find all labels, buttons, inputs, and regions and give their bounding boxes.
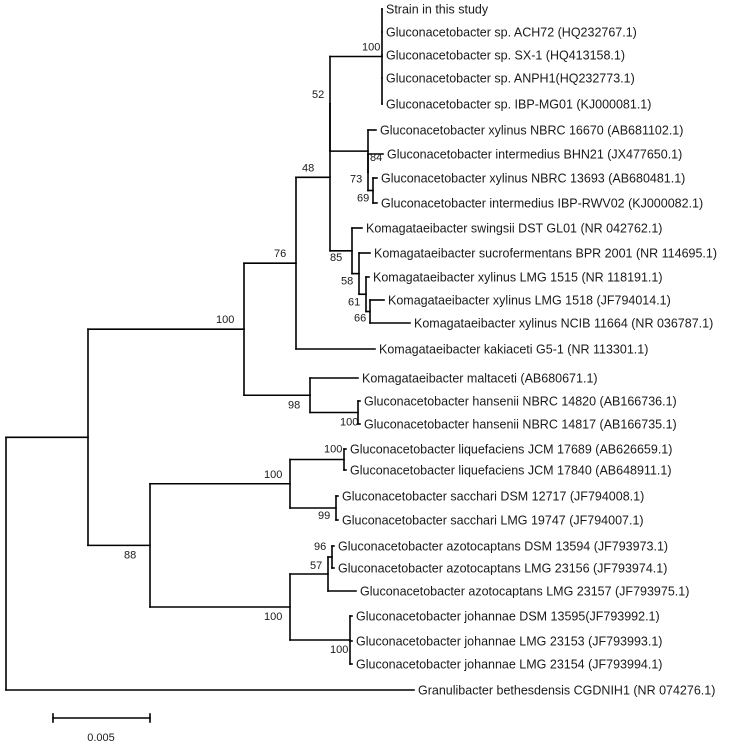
leaf-label-gluconacetobacter-sp-sx-1-hq413158-1: Gluconacetobacter sp. SX-1 (HQ413158.1) <box>386 48 625 62</box>
support-value-n66: 66 <box>354 313 366 325</box>
leaf-label-gluconacetobacter-sp-ibp-mg01-kj000081-1: Gluconacetobacter sp. IBP-MG01 (KJ000081… <box>386 97 651 111</box>
leaf-label-gluconacetobacter-sp-ach72-hq232767-1: Gluconacetobacter sp. ACH72 (HQ232767.1) <box>386 25 637 39</box>
leaf-label-gluconacetobacter-intermedius-ibp-rwv02-kj000082-1: Gluconacetobacter intermedius IBP-RWV02 … <box>381 196 703 210</box>
bootstrap-support-values: 100 69 73 84 52 66 61 58 85 48 76 100 98 100 100 99 100 9… <box>124 42 382 657</box>
support-value-n100a: 100 <box>216 314 234 326</box>
leaf-label-komagataeibacter-kakiaceti-g5-1-nr-113301-1: Komagataeibacter kakiaceti G5-1 (NR 1133… <box>379 342 648 356</box>
support-value-n88: 88 <box>124 549 136 561</box>
leaf-label-komagataeibacter-xylinus-ncib-11664-nr-036787-1: Komagataeibacter xylinus NCIB 11664 (NR … <box>414 316 713 330</box>
leaf-label-gluconacetobacter-xylinus-nbrc-16670-ab681102-1: Gluconacetobacter xylinus NBRC 16670 (AB… <box>380 123 683 137</box>
leaf-label-gluconacetobacter-johannae-lmg-23153-jf793993-1: Gluconacetobacter johannae LMG 23153 (JF… <box>356 634 662 648</box>
support-value-n58: 58 <box>341 276 353 288</box>
support-value-n100g: 100 <box>330 644 348 656</box>
leaf-label-gluconacetobacter-liquefaciens-jcm-17840-ab648911-1: Gluconacetobacter liquefaciens JCM 17840… <box>350 463 672 477</box>
leaf-label-granulibacter-bethesdensis-cgdnih1-nr-074276-1: Granulibacter bethesdensis CGDNIH1 (NR 0… <box>418 683 715 697</box>
scale-bar: 0.005 <box>52 713 151 744</box>
support-value-n61: 61 <box>348 296 360 308</box>
leaf-label-gluconacetobacter-intermedius-bhn21-jx477650-1: Gluconacetobacter intermedius BHN21 (JX4… <box>387 147 682 161</box>
support-value-n48: 48 <box>302 162 314 174</box>
support-value-n84: 84 <box>370 152 382 164</box>
leaf-label-strain-in-this-study: Strain in this study <box>386 2 489 16</box>
leaf-label-gluconacetobacter-azotocaptans-lmg-23156-jf793974-1: Gluconacetobacter azotocaptans LMG 23156… <box>338 561 667 575</box>
leaf-label-gluconacetobacter-johannae-lmg-23154-jf793994-1: Gluconacetobacter johannae LMG 23154 (JF… <box>356 657 662 671</box>
leaf-label-gluconacetobacter-hansenii-nbrc-14817-ab166735-1: Gluconacetobacter hansenii NBRC 14817 (A… <box>364 417 677 431</box>
leaf-label-komagataeibacter-xylinus-lmg-1515-nr-118191-1: Komagataeibacter xylinus LMG 1515 (NR 11… <box>373 270 663 284</box>
support-value-n100d: 100 <box>264 469 282 481</box>
scale-bar-label: 0.005 <box>87 732 115 744</box>
support-value-n100e: 100 <box>324 444 342 456</box>
support-value-n57: 57 <box>310 560 322 572</box>
support-value-n76: 76 <box>274 248 286 260</box>
support-value-n100f: 100 <box>264 611 282 623</box>
leaf-label-komagataeibacter-sucrofermentans-bpr-2001-nr-114695-1: Komagataeibacter sucrofermentans BPR 200… <box>374 246 717 260</box>
support-value-n100b: 100 <box>362 42 380 54</box>
leaf-label-komagataeibacter-swingsii-dst-gl01-nr-042762-1: Komagataeibacter swingsii DST GL01 (NR 0… <box>366 221 662 235</box>
leaf-label-gluconacetobacter-xylinus-nbrc-13693-ab680481-1: Gluconacetobacter xylinus NBRC 13693 (AB… <box>381 171 685 185</box>
support-value-n69: 69 <box>357 193 369 205</box>
branch-lines <box>5 8 415 691</box>
leaf-label-komagataeibacter-maltaceti-ab680671-1: Komagataeibacter maltaceti (AB680671.1) <box>362 371 598 385</box>
leaf-label-komagataeibacter-xylinus-lmg-1518-jf794014-1: Komagataeibacter xylinus LMG 1518 (JF794… <box>388 293 671 307</box>
support-value-n73: 73 <box>350 173 362 185</box>
support-value-n100c: 100 <box>340 417 358 429</box>
support-value-n96: 96 <box>314 541 326 553</box>
leaf-label-gluconacetobacter-johannae-dsm-13595-jf793992-1: Gluconacetobacter johannae DSM 13595(JF7… <box>356 609 660 623</box>
support-value-n52: 52 <box>312 89 324 101</box>
leaf-label-gluconacetobacter-hansenii-nbrc-14820-ab166736-1: Gluconacetobacter hansenii NBRC 14820 (A… <box>364 394 677 408</box>
leaf-label-gluconacetobacter-liquefaciens-jcm-17689-ab626659-1: Gluconacetobacter liquefaciens JCM 17689… <box>350 442 672 456</box>
support-value-n85: 85 <box>330 252 342 264</box>
leaf-label-gluconacetobacter-sacchari-lmg-19747-jf794007-1: Gluconacetobacter sacchari LMG 19747 (JF… <box>342 513 644 527</box>
leaf-label-gluconacetobacter-azotocaptans-lmg-23157-jf793975-1: Gluconacetobacter azotocaptans LMG 23157… <box>360 584 689 598</box>
leaf-label-gluconacetobacter-sacchari-dsm-12717-jf794008-1: Gluconacetobacter sacchari DSM 12717 (JF… <box>342 489 644 503</box>
support-value-n98: 98 <box>288 399 300 411</box>
leaf-label-gluconacetobacter-azotocaptans-dsm-13594-jf793973-1: Gluconacetobacter azotocaptans DSM 13594… <box>338 539 668 553</box>
leaf-label-gluconacetobacter-sp-anph1-hq232773-1: Gluconacetobacter sp. ANPH1(HQ232773.1) <box>386 71 635 85</box>
support-value-n99: 99 <box>318 510 330 522</box>
